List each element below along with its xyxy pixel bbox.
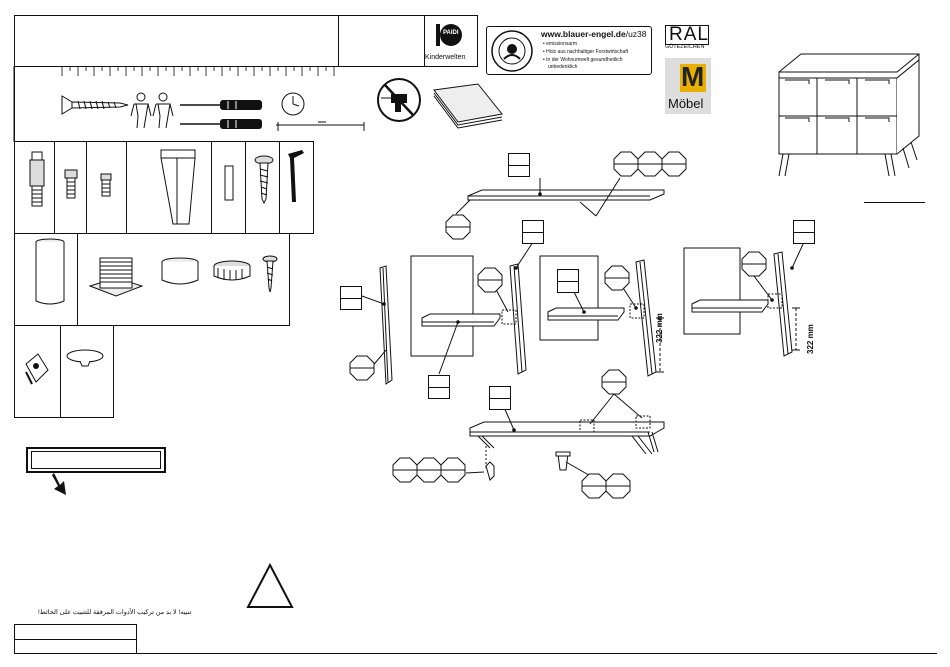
- dimension-label: 322 mm: [655, 313, 664, 343]
- dimension-label: 322 mm: [806, 324, 815, 354]
